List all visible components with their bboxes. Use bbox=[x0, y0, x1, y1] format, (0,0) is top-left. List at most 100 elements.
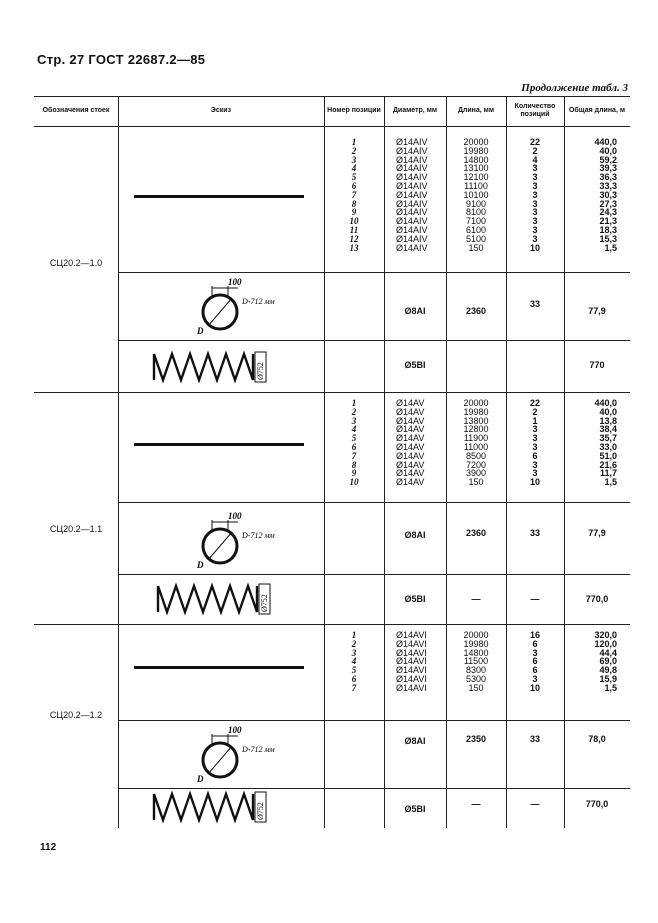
spiral-dim-label: Ø752 bbox=[256, 802, 265, 820]
spiral-dim-label: Ø752 bbox=[256, 362, 265, 380]
spiral-dim-box bbox=[254, 351, 267, 383]
spiral-diameter: Ø5BI bbox=[404, 804, 426, 814]
bar-diameters: Ø14AIV Ø14AIV Ø14AIV Ø14AIV Ø14AIV Ø14AI… bbox=[396, 137, 428, 253]
spiral-length: — bbox=[471, 799, 481, 809]
ring-dim-top: 100 bbox=[228, 511, 242, 521]
bar-line bbox=[134, 443, 304, 446]
rule-col-6 bbox=[564, 96, 565, 828]
ring-length: 2360 bbox=[465, 528, 487, 538]
ring-total: 77,9 bbox=[588, 528, 606, 538]
bar-counts: 22 2 1 3 3 3 6 3 3 10 bbox=[529, 398, 540, 488]
straight-bar-sketch bbox=[118, 126, 324, 272]
rule-col-5 bbox=[506, 96, 507, 828]
ring-dim-letter: D bbox=[196, 326, 204, 336]
ring-total: 77,9 bbox=[588, 306, 606, 316]
rule-g1-bars bbox=[118, 272, 630, 273]
position-numbers: 1 2 3 4 5 6 7 bbox=[351, 630, 357, 693]
ring-dim-letter: D bbox=[196, 560, 204, 570]
spiral-count: — bbox=[530, 594, 540, 604]
group-designation: СЦ20.2—1.1 bbox=[49, 524, 103, 534]
bar-counts: 16 6 3 6 6 3 10 bbox=[529, 630, 540, 693]
group-designation: СЦ20.2—1.0 bbox=[49, 258, 103, 268]
header-total-length: Общая длина, м bbox=[568, 107, 626, 114]
ring-diameter-line bbox=[207, 531, 233, 561]
ring-diameter: Ø8AI bbox=[404, 736, 426, 746]
rule-header bbox=[34, 126, 630, 127]
spiral-count: — bbox=[530, 799, 540, 809]
spiral-zigzag bbox=[156, 582, 259, 616]
ring-sketch: 100 D-712 мм D bbox=[118, 272, 324, 340]
spiral-drawing: Ø752 bbox=[152, 350, 267, 384]
spiral-drawing: Ø752 bbox=[156, 582, 271, 616]
header-position: Номер позиции bbox=[327, 107, 381, 114]
rule-g2-bars bbox=[118, 502, 630, 503]
bar-totals: 440,0 40,0 59,2 39,3 36,3 33,3 30,3 27,3… bbox=[594, 137, 617, 253]
bar-line bbox=[134, 666, 304, 669]
rule-g2-ring bbox=[118, 574, 630, 575]
group-designation: СЦ20.2—1.2 bbox=[49, 710, 103, 720]
bar-lengths: 20000 19980 14800 11500 8300 5300 150 bbox=[463, 630, 489, 693]
ring-dim-diameter: D-712 мм bbox=[241, 531, 275, 540]
rule-col-3 bbox=[384, 96, 385, 828]
spiral-dim-box bbox=[254, 791, 267, 823]
rule-col-4 bbox=[446, 96, 447, 828]
rule-g1-ring bbox=[118, 340, 630, 341]
bar-totals: 320,0 120,0 44,4 69,0 49,8 15,9 1,5 bbox=[594, 630, 617, 693]
rule-g3-bars bbox=[118, 720, 630, 721]
rule-col-1 bbox=[118, 96, 119, 828]
spiral-sketch: Ø752 bbox=[118, 574, 324, 624]
bar-counts: 22 2 4 3 3 3 3 3 3 3 3 3 10 bbox=[529, 137, 540, 253]
ring-dim-diameter: D-712 мм bbox=[241, 745, 275, 754]
ring-dim-diameter: D-712 мм bbox=[241, 297, 275, 306]
ring-dim-letter: D bbox=[196, 774, 204, 784]
ring-drawing: 100 D-712 мм D bbox=[196, 277, 275, 336]
page-title: Стр. 27 ГОСТ 22687.2—85 bbox=[37, 52, 206, 67]
page-number: 112 bbox=[40, 842, 57, 853]
ring-sketch: 100 D-712 мм D bbox=[118, 502, 324, 574]
ring-count: 33 bbox=[529, 299, 540, 309]
bar-totals: 440,0 40,0 13,8 38,4 35,7 33,0 51,0 21,6… bbox=[594, 398, 617, 488]
straight-bar-sketch bbox=[118, 392, 324, 502]
header-designation: Обозначения стоек bbox=[42, 107, 110, 114]
ring-diameter: Ø8AI bbox=[404, 306, 426, 316]
spiral-total: 770,0 bbox=[585, 594, 609, 604]
rule-group-2 bbox=[34, 624, 630, 625]
spiral-drawing: Ø752 bbox=[152, 790, 267, 824]
ring-diameter-line bbox=[207, 745, 233, 775]
bar-diameters: Ø14AVI Ø14AVI Ø14AVI Ø14AVI Ø14AVI Ø14AV… bbox=[396, 630, 427, 693]
ring-diameter: Ø8AI bbox=[404, 530, 426, 540]
spiral-total: 770,0 bbox=[585, 799, 609, 809]
spiral-total: 770 bbox=[589, 360, 605, 370]
ring-circle bbox=[201, 527, 239, 565]
ring-length: 2350 bbox=[465, 734, 487, 744]
ring-total: 78,0 bbox=[588, 734, 606, 744]
spiral-length: — bbox=[471, 594, 481, 604]
table-continuation-label: Продолжение табл. 3 bbox=[521, 82, 628, 94]
spiral-dim-box bbox=[258, 583, 271, 615]
spiral-zigzag bbox=[152, 350, 255, 384]
position-numbers: 1 2 3 4 5 6 7 8 9 10 11 12 13 bbox=[349, 137, 359, 253]
ring-circle bbox=[201, 293, 239, 331]
bar-lengths: 20000 19980 14800 13100 12100 11100 1010… bbox=[463, 137, 489, 253]
rule-col-2 bbox=[324, 96, 325, 828]
ring-drawing: 100 D-712 мм D bbox=[196, 511, 275, 570]
straight-bar-sketch bbox=[118, 624, 324, 720]
spiral-zigzag bbox=[152, 790, 255, 824]
ring-sketch: 100 D-712 мм D bbox=[118, 720, 324, 788]
header-count: Количество позиций bbox=[514, 103, 556, 118]
header-sketch: Эскиз bbox=[210, 107, 232, 114]
rule-top bbox=[34, 96, 630, 97]
ring-length: 2360 bbox=[465, 306, 487, 316]
bar-diameters: Ø14AV Ø14AV Ø14AV Ø14AV Ø14AV Ø14AV Ø14A… bbox=[396, 398, 425, 488]
header-diameter: Диаметр, мм bbox=[392, 107, 438, 114]
ring-drawing: 100 D-712 мм D bbox=[196, 725, 275, 784]
rule-group-1 bbox=[34, 392, 630, 393]
ring-count: 33 bbox=[529, 734, 540, 744]
spiral-sketch: Ø752 bbox=[118, 788, 324, 828]
bar-line bbox=[134, 195, 304, 198]
spiral-diameter: Ø5BI bbox=[404, 594, 426, 604]
header-length: Длина, мм bbox=[457, 107, 495, 114]
spiral-sketch: Ø752 bbox=[118, 340, 324, 392]
ring-dim-top: 100 bbox=[228, 277, 242, 287]
ring-dim-top: 100 bbox=[228, 725, 242, 735]
